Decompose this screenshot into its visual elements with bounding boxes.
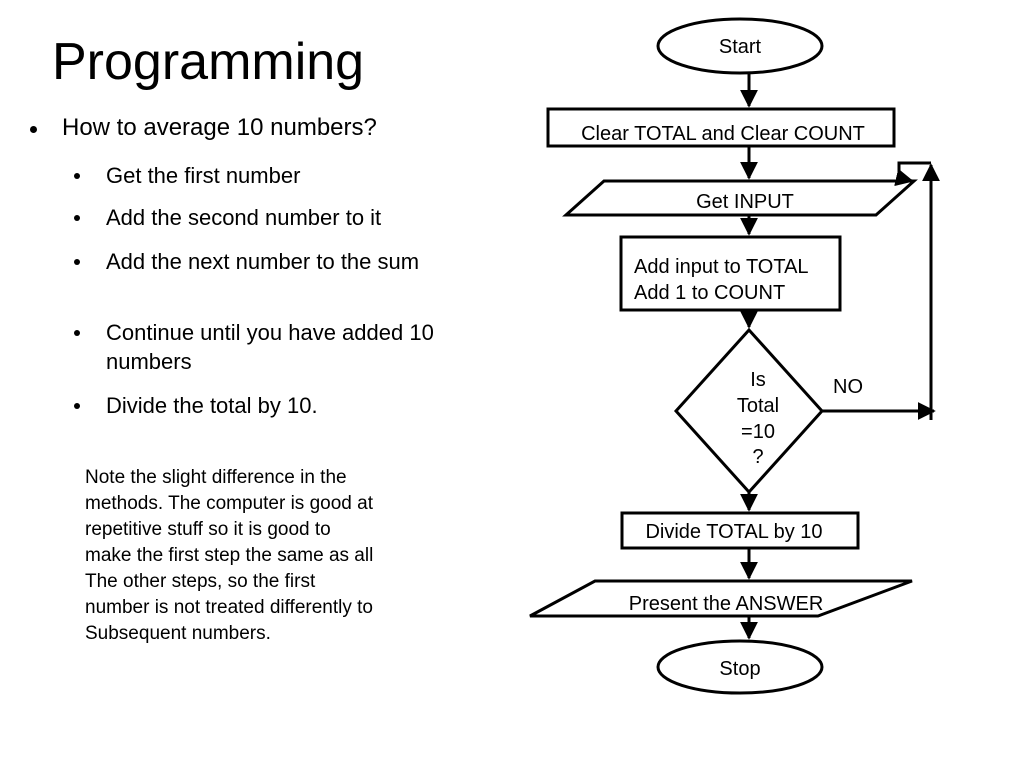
sub-bullet-continue: Continue until you have added 10 numbers [74, 318, 466, 376]
main-bullet: How to average 10 numbers? [30, 113, 482, 143]
loop-return-arrow [894, 168, 914, 187]
decision-line1: Is [750, 369, 766, 391]
add-line1-label: Add input to TOTAL [634, 256, 809, 278]
decision-line4: ? [752, 446, 763, 468]
decision-line3: =10 [741, 421, 775, 443]
clear-label: Clear TOTAL and Clear COUNT [581, 123, 865, 145]
present-label: Present the ANSWER [629, 593, 824, 615]
stop-terminator [656, 639, 824, 695]
stop-label: Stop [719, 658, 760, 680]
start-label: Start [719, 36, 762, 58]
present-answer-io [529, 579, 913, 618]
decision-line2: Total [737, 395, 779, 417]
add-process-box [619, 235, 842, 312]
note-text: Note the slight difference in the method… [85, 467, 374, 644]
add-line2-label: Add 1 to COUNT [634, 282, 785, 304]
clear-process-box [546, 107, 896, 148]
slide-title: Programming [52, 33, 365, 91]
sub-bullet-get-first: Get the first number [74, 161, 466, 190]
get-input-io [562, 179, 918, 217]
no-label: NO [833, 376, 863, 398]
start-terminator [656, 17, 824, 75]
sub-bullet-add-next: Add the next number to the sum [74, 247, 436, 276]
divide-label: Divide TOTAL by 10 [645, 521, 822, 543]
sub-bullet-add-second: Add the second number to it [74, 203, 466, 232]
get-input-label: Get INPUT [696, 191, 794, 213]
divide-process-box [620, 511, 860, 550]
sub-bullet-divide: Divide the total by 10. [74, 391, 466, 420]
